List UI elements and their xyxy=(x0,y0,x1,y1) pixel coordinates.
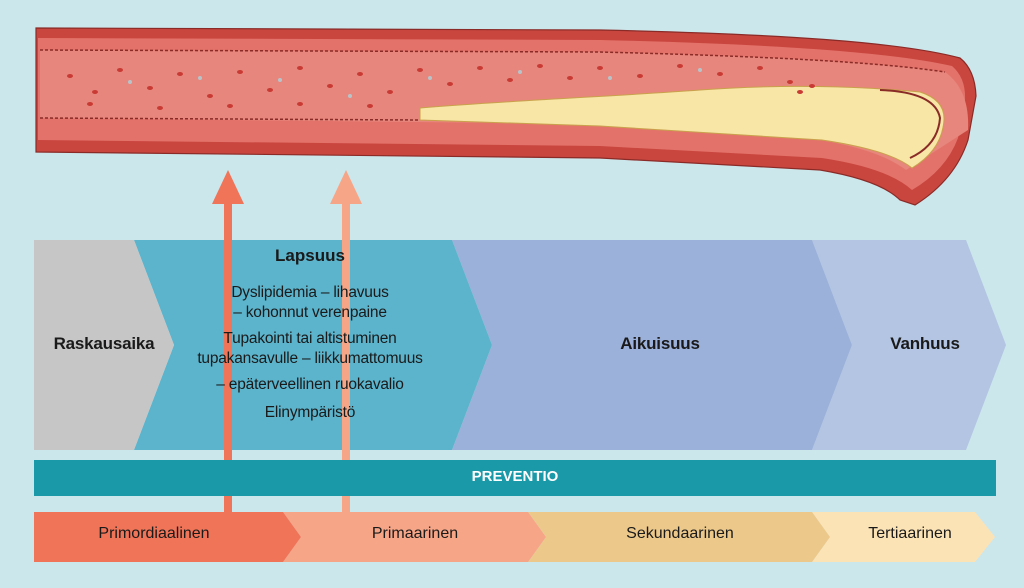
preventio-title: PREVENTIO xyxy=(34,468,996,485)
label-tertiaarinen: Tertiaarinen xyxy=(830,525,990,543)
label-vanhuus: Vanhuus xyxy=(850,334,1000,354)
lapsuus-risk-line: – epäterveellinen ruokavalio xyxy=(150,376,470,394)
lapsuus-risk-line: – kohonnut verenpaine xyxy=(150,304,470,322)
label-lapsuus: Lapsuus xyxy=(150,246,470,266)
up-arrow-icon xyxy=(212,170,244,204)
lapsuus-risk-line: Dyslipidemia – lihavuus xyxy=(150,284,470,302)
artery-illustration xyxy=(36,28,976,205)
lapsuus-risk-line: Elinympäristö xyxy=(150,404,470,422)
up-arrow-icon xyxy=(330,170,362,204)
label-sekundaarinen: Sekundaarinen xyxy=(545,525,815,543)
label-primordiaalinen: Primordiaalinen xyxy=(34,525,274,543)
label-primaarinen: Primaarinen xyxy=(300,525,530,543)
label-aikuisuus: Aikuisuus xyxy=(560,334,760,354)
lapsuus-risk-line: Tupakointi tai altistuminen xyxy=(150,330,470,348)
lapsuus-risk-line: tupakansavulle – liikkumattomuus xyxy=(150,350,470,368)
